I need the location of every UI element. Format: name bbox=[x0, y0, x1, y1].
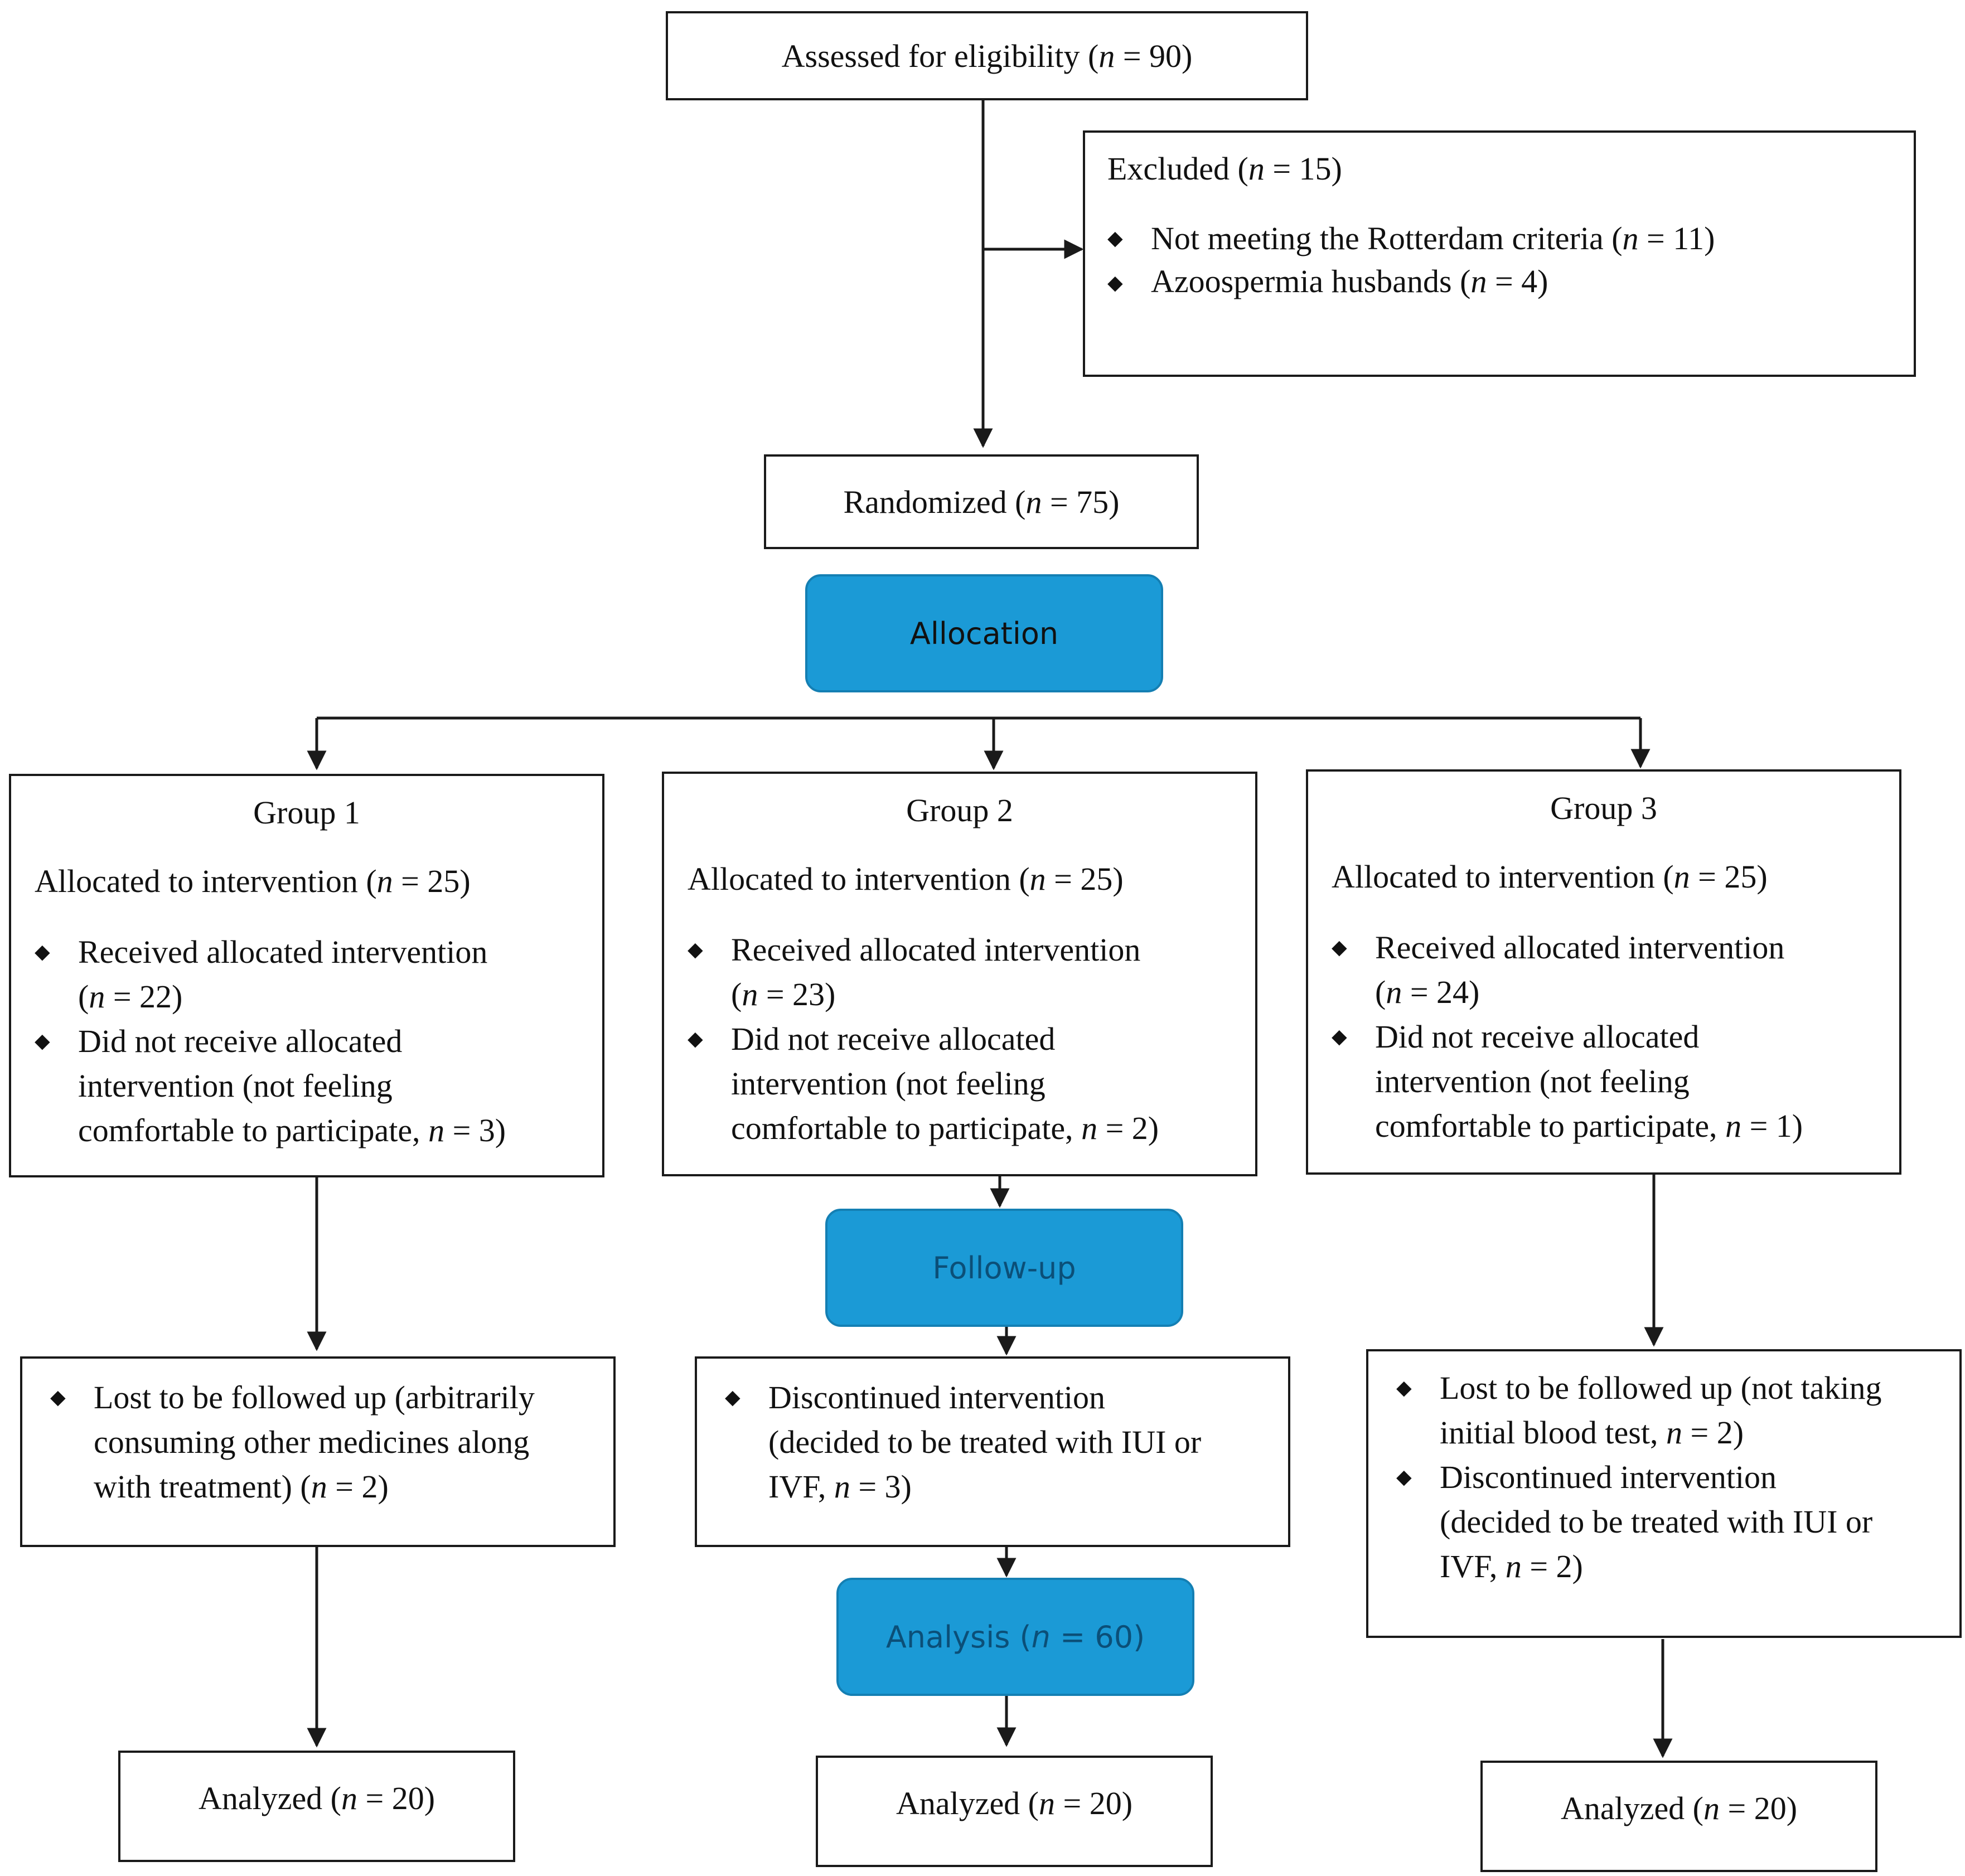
excluded-item: Azoospermia husbands (n = 4) bbox=[1107, 261, 1914, 306]
group-2-followup-list: Discontinued intervention(decided to be … bbox=[725, 1375, 1288, 1509]
follow-up-label: Follow-up bbox=[932, 1250, 1076, 1286]
group-3-followup-list: Lost to be followed up (not takinginitia… bbox=[1396, 1366, 1959, 1589]
excluded-box: Excluded (n = 15) Not meeting the Rotter… bbox=[1083, 130, 1916, 377]
group-1-analyzed-box: Analyzed (n = 20) bbox=[118, 1751, 515, 1862]
group-1-followup-box: Lost to be followed up (arbitrarilyconsu… bbox=[20, 1356, 616, 1547]
randomized-text: Randomized (n = 75) bbox=[843, 483, 1120, 520]
randomized-box: Randomized (n = 75) bbox=[764, 454, 1199, 549]
group-1-box: Group 1 Allocated to intervention (n = 2… bbox=[9, 774, 604, 1177]
group-2-list: Received allocated intervention(n = 23) … bbox=[688, 928, 1255, 1151]
group-1-title: Group 1 bbox=[253, 794, 360, 831]
excluded-title: Excluded (n = 15) bbox=[1107, 151, 1342, 187]
group-1-list: Received allocated intervention(n = 22) … bbox=[35, 930, 602, 1153]
group-2-box: Group 2 Allocated to intervention (n = 2… bbox=[662, 772, 1257, 1176]
group-2-analyzed-box: Analyzed (n = 20) bbox=[816, 1756, 1213, 1867]
assessed-box: Assessed for eligibility (n = 90) bbox=[666, 11, 1308, 100]
group-3-list: Received allocated intervention(n = 24) … bbox=[1332, 925, 1899, 1148]
group-2-analyzed-text: Analyzed (n = 20) bbox=[896, 1785, 1133, 1821]
group-3-analyzed-text: Analyzed (n = 20) bbox=[1560, 1790, 1798, 1826]
group-1-analyzed-text: Analyzed (n = 20) bbox=[198, 1780, 435, 1816]
group-3-discontinued-item: Discontinued intervention(decided to be … bbox=[1396, 1455, 1959, 1589]
group-2-followup-box: Discontinued intervention(decided to be … bbox=[695, 1356, 1290, 1547]
group-2-title: Group 2 bbox=[906, 792, 1013, 828]
group-2-discontinued-item: Discontinued intervention(decided to be … bbox=[725, 1375, 1288, 1509]
group-3-lost-item: Lost to be followed up (not takinginitia… bbox=[1396, 1366, 1959, 1455]
excluded-item: Not meeting the Rotterdam criteria (n = … bbox=[1107, 216, 1914, 261]
group-3-allocated: Allocated to intervention (n = 25) bbox=[1332, 859, 1768, 895]
group-2-received-item: Received allocated intervention(n = 23) bbox=[688, 928, 1255, 1017]
analysis-stage: Analysis (n = 60) bbox=[836, 1578, 1194, 1696]
group-2-allocated: Allocated to intervention (n = 25) bbox=[688, 861, 1124, 897]
allocation-label: Allocation bbox=[909, 615, 1059, 651]
group-3-analyzed-box: Analyzed (n = 20) bbox=[1480, 1761, 1877, 1872]
group-3-received-item: Received allocated intervention(n = 24) bbox=[1332, 925, 1899, 1015]
group-3-followup-box: Lost to be followed up (not takinginitia… bbox=[1366, 1349, 1962, 1638]
group-3-box: Group 3 Allocated to intervention (n = 2… bbox=[1306, 769, 1901, 1175]
group-1-received-item: Received allocated intervention(n = 22) bbox=[35, 930, 602, 1019]
follow-up-stage: Follow-up bbox=[825, 1209, 1183, 1327]
group-3-title: Group 3 bbox=[1550, 790, 1657, 826]
group-1-followup-list: Lost to be followed up (arbitrarilyconsu… bbox=[50, 1375, 613, 1509]
assessed-text: Assessed for eligibility (n = 90) bbox=[781, 37, 1193, 74]
analysis-label: Analysis (n = 60) bbox=[885, 1619, 1145, 1655]
group-1-lost-item: Lost to be followed up (arbitrarilyconsu… bbox=[50, 1375, 613, 1509]
excluded-list: Not meeting the Rotterdam criteria (n = … bbox=[1107, 216, 1914, 306]
allocation-stage: Allocation bbox=[805, 574, 1163, 692]
group-1-allocated: Allocated to intervention (n = 25) bbox=[35, 863, 471, 899]
